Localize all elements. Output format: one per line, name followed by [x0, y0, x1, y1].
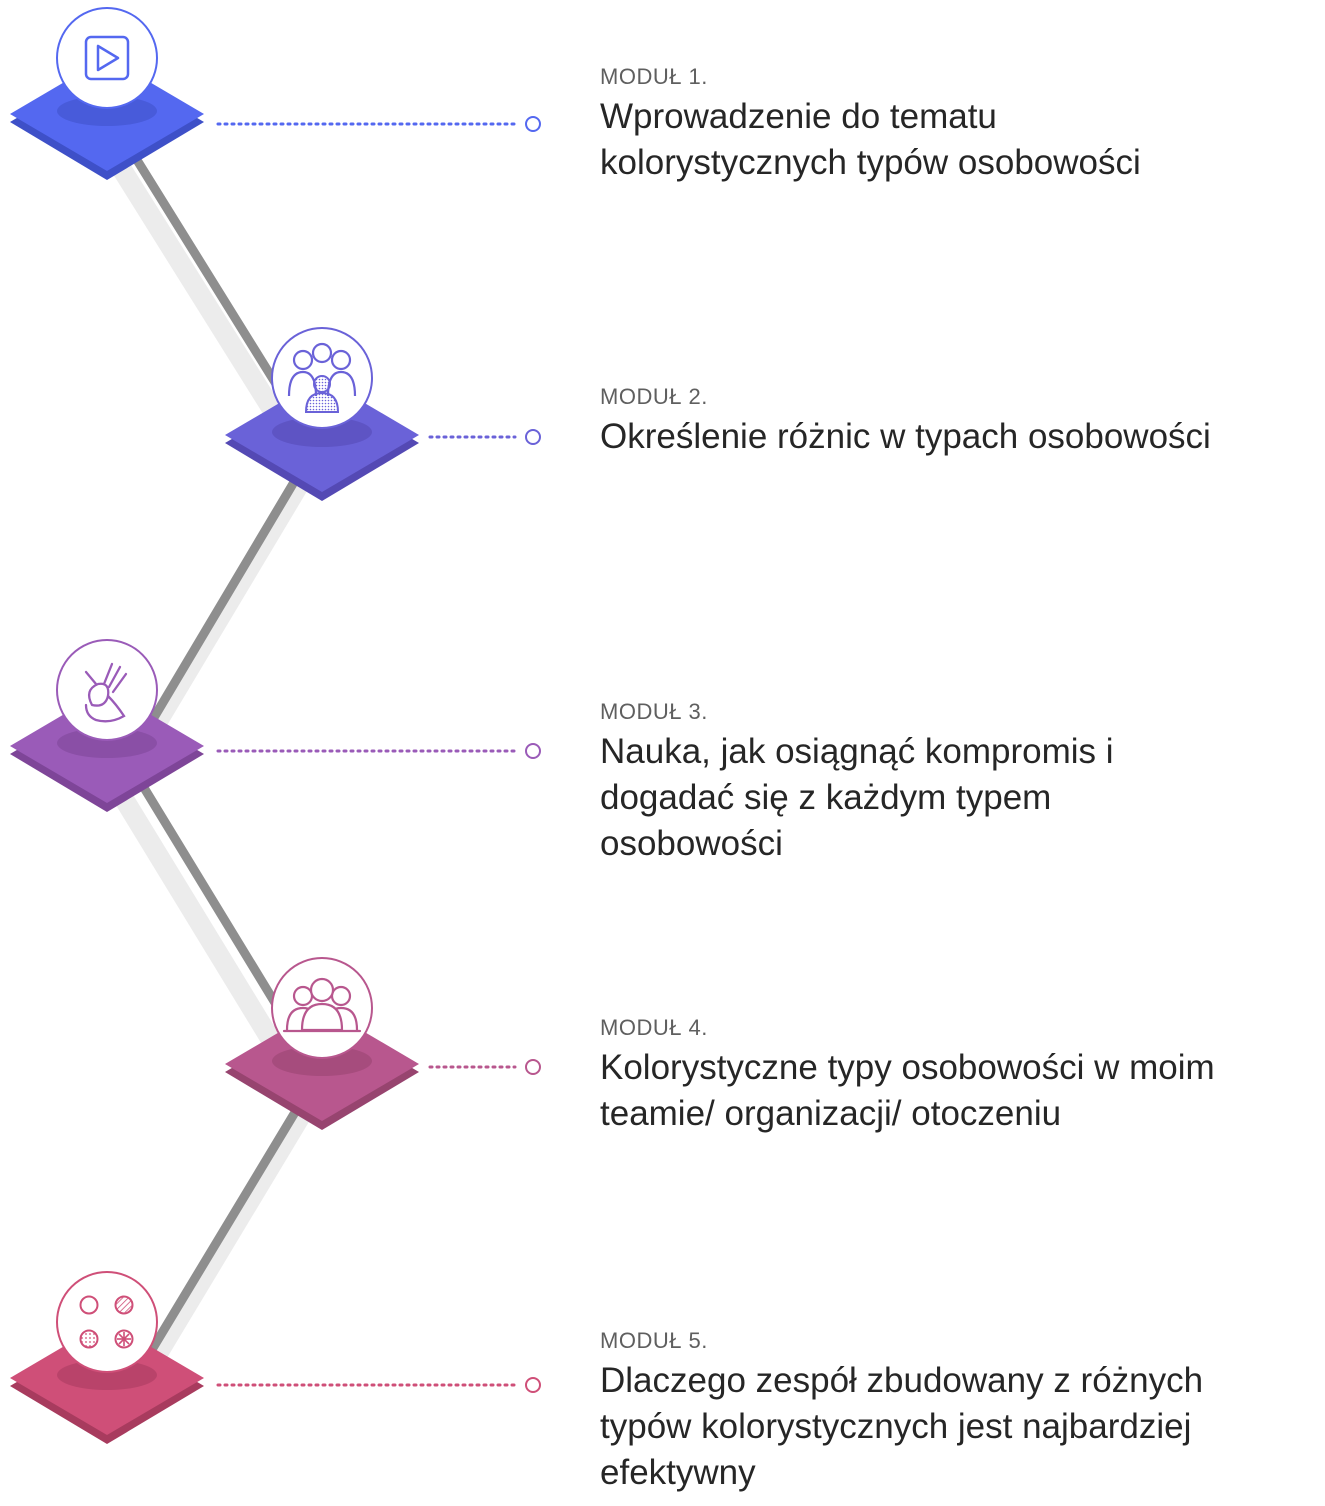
step-5-endpoint-dot [525, 1377, 541, 1393]
module-3: MODUŁ 3. Nauka, jak osiągnąć kompromis i… [600, 699, 1320, 867]
module-3-title: Nauka, jak osiągnąć kompromis i dogadać … [600, 732, 1114, 863]
play-icon [56, 7, 158, 109]
module-2-title: Określenie różnic w typach osobowości [600, 417, 1211, 456]
module-2-label: MODUŁ 2. [600, 384, 708, 409]
step-2-platform [225, 378, 419, 501]
module-5-title: Dlaczego zespół zbudowany z różnych typó… [600, 1361, 1204, 1492]
module-4-label: MODUŁ 4. [600, 1015, 708, 1040]
group-highlight-icon [271, 327, 373, 429]
ok-hand-icon [56, 639, 158, 741]
step-2 [225, 327, 541, 501]
color-types-icon [56, 1271, 158, 1373]
module-2: MODUŁ 2. Określenie różnic w typach osob… [600, 384, 1320, 460]
step-3 [10, 639, 541, 812]
step-1 [10, 7, 541, 180]
step-5-platform [10, 1321, 204, 1444]
team-icon [271, 957, 373, 1059]
module-1-label: MODUŁ 1. [600, 64, 708, 89]
module-1-title: Wprowadzenie do tematu kolorystycznych t… [600, 97, 1141, 182]
module-4: MODUŁ 4. Kolorystyczne typy osobowości w… [600, 1015, 1320, 1137]
step-2-endpoint-dot [525, 429, 541, 445]
step-3-platform [10, 689, 204, 812]
step-3-endpoint-dot [525, 743, 541, 759]
step-4-endpoint-dot [525, 1059, 541, 1075]
step-5 [10, 1271, 541, 1444]
step-4-platform [225, 1007, 419, 1130]
module-1: MODUŁ 1. Wprowadzenie do tematu koloryst… [600, 64, 1320, 186]
step-1-platform [10, 57, 204, 180]
module-5-label: MODUŁ 5. [600, 1328, 708, 1353]
step-4 [225, 957, 541, 1130]
module-5: MODUŁ 5. Dlaczego zespół zbudowany z róż… [600, 1328, 1320, 1496]
module-4-title: Kolorystyczne typy osobowości w moim tea… [600, 1048, 1215, 1133]
module-3-label: MODUŁ 3. [600, 699, 708, 724]
step-1-endpoint-dot [525, 116, 541, 132]
